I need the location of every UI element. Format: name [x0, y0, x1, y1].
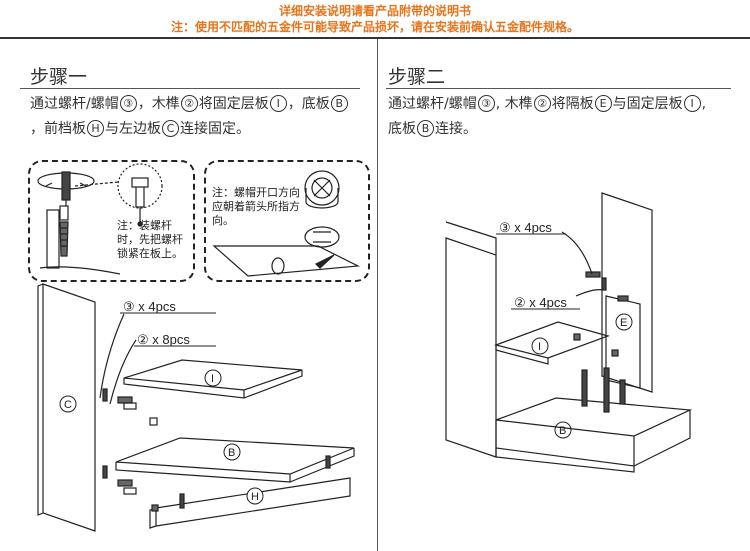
qty-label-dowel: ② x 4pcs	[514, 295, 567, 310]
screw-detail-drawing	[37, 163, 163, 275]
step1-underline	[20, 88, 360, 89]
step2-desc-text: , 木榫	[495, 96, 533, 112]
header-warning: 注：使用不匹配的五金件可能导致产品损坏，请在安装前确认五金配件规格。	[170, 20, 579, 34]
part-label: B	[330, 95, 348, 112]
step1-desc-text: ，底板	[287, 96, 330, 112]
panel-label-e: E	[620, 317, 627, 329]
panel-label-i: I	[211, 373, 214, 385]
part-label: ②	[533, 95, 551, 112]
panel-label-c: C	[64, 399, 72, 411]
panel-label-b: B	[559, 425, 566, 437]
step2-desc-text: 连接。	[435, 121, 477, 137]
step2-desc-text: 通过螺杆/螺帽	[388, 96, 477, 112]
step2-title: 步骤二	[388, 66, 446, 88]
step1-desc-text: 连接固定。	[180, 121, 250, 137]
step1-desc-text: 通过螺杆/螺帽	[30, 96, 119, 112]
header-line-1: 详细安装说明请看产品附带的说明书	[278, 4, 471, 18]
step1-labels: ③ x 4pcs ② x 8pcs C I B H	[59, 299, 264, 505]
part-label: C	[162, 120, 179, 137]
part-label: E	[594, 95, 612, 112]
qty-label-dowel: ② x 8pcs	[137, 332, 190, 347]
part-label: ③	[477, 95, 495, 112]
step1-desc-text: 与左边板	[105, 121, 161, 137]
panel-label-i: I	[538, 341, 541, 353]
step1-title: 步骤一	[30, 66, 88, 88]
part-label: H	[87, 120, 104, 137]
step2-desc-text: ,	[701, 96, 707, 112]
step2-desc-text: 与固定层板	[612, 96, 683, 112]
step1-desc-text: ，木榫	[137, 96, 180, 112]
cam-note: 注：螺帽开口方向应朝着箭头所指方向。	[212, 186, 300, 227]
qty-label-screw: ③ x 4pcs	[499, 220, 552, 235]
panel-label-b: B	[228, 447, 235, 459]
screw-detail-panel	[28, 160, 195, 282]
step1-assembly-drawing	[37, 283, 355, 532]
column-divider	[377, 39, 378, 551]
part-label: B	[417, 120, 434, 137]
screw-note: 注：装螺杆时，先把螺杆锁紧在板上。	[117, 219, 183, 260]
qty-label-screw: ③ x 4pcs	[123, 299, 176, 314]
part-label: I	[269, 95, 287, 112]
panel-label-h: H	[251, 491, 259, 503]
step1-desc-text: 将固定层板	[198, 96, 269, 112]
cam-detail-drawing	[212, 170, 361, 277]
part-label: ③	[119, 95, 137, 112]
step2-assembly-drawing	[445, 192, 693, 473]
step1-desc-text: ，前档板	[30, 121, 86, 137]
step2-desc-text: 底板	[388, 121, 416, 137]
part-label: I	[683, 95, 701, 112]
header-rule	[0, 37, 750, 39]
cam-detail-panel	[204, 160, 370, 282]
step2-labels: ③ x 4pcs ② x 4pcs E I B	[496, 220, 633, 439]
step2-underline	[386, 88, 731, 89]
part-label: ②	[180, 95, 198, 112]
step2-desc-text: 将隔板	[551, 96, 594, 112]
